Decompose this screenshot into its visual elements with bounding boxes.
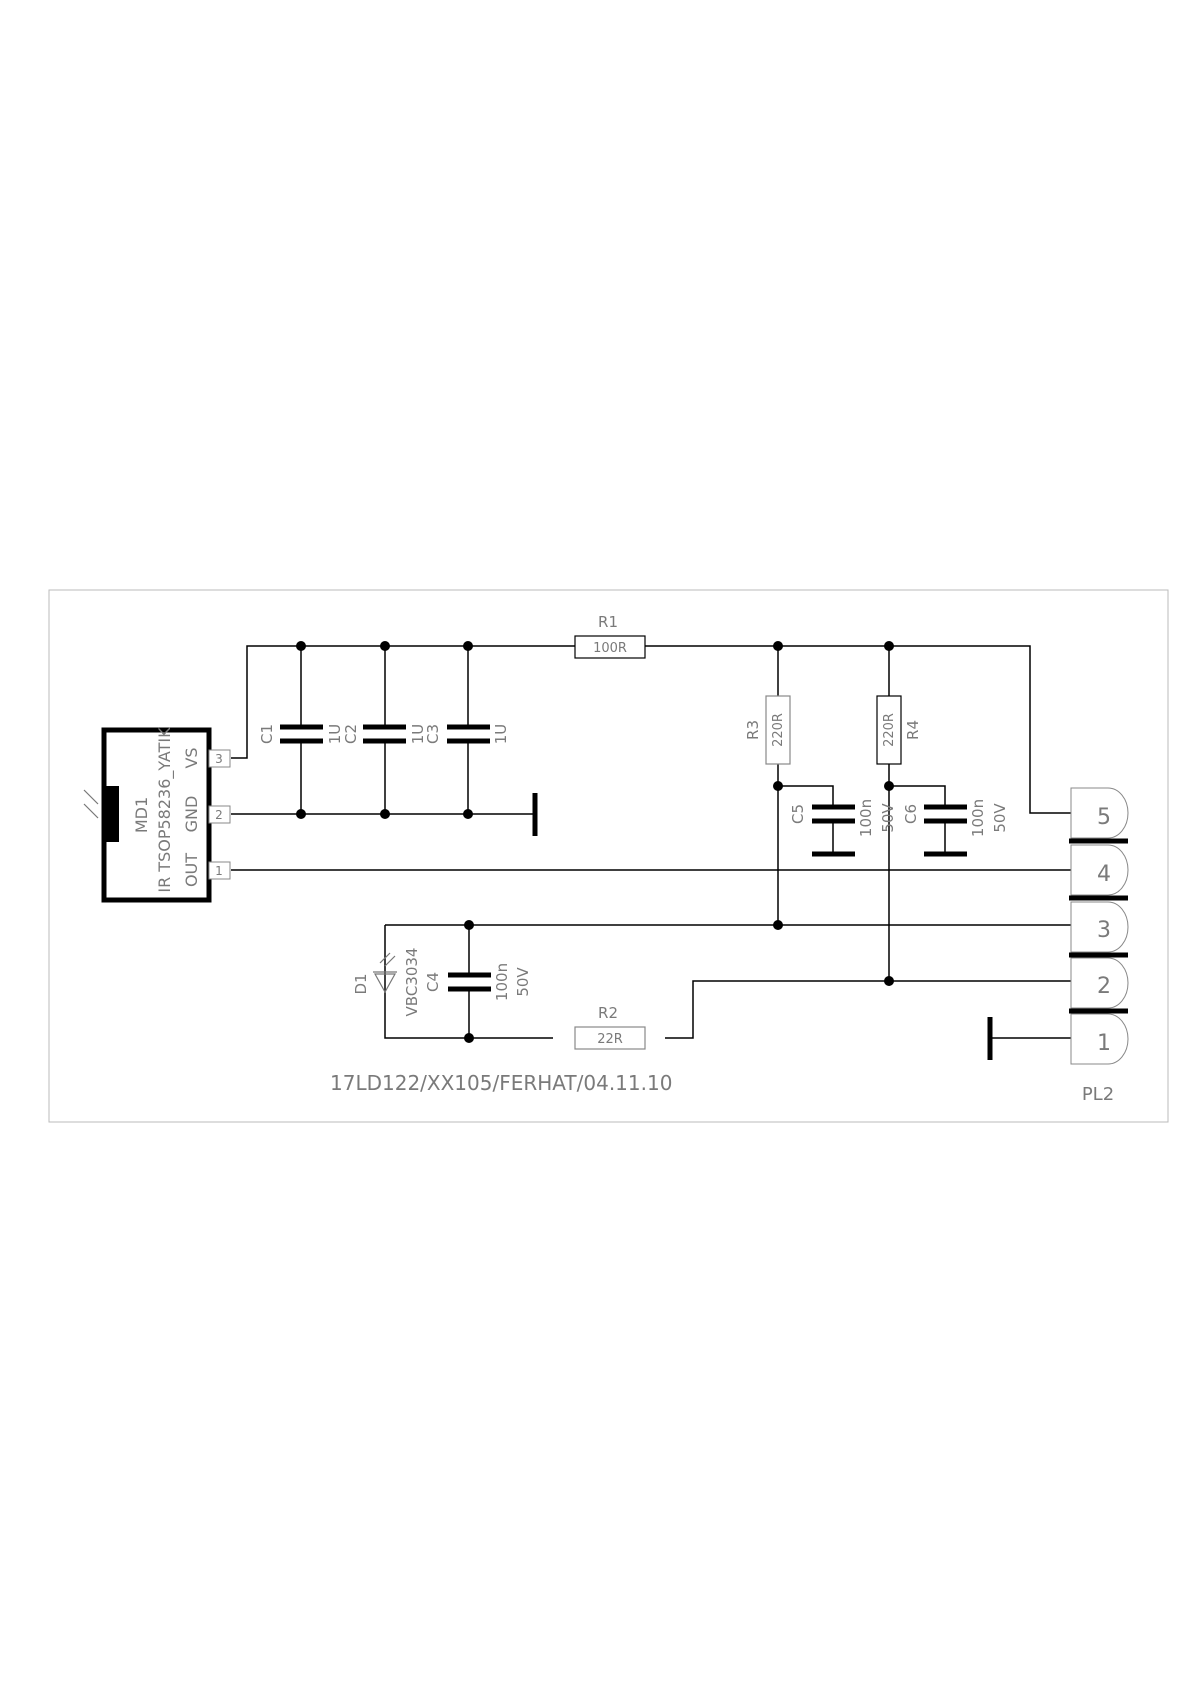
module-pin-number: 2 <box>215 808 223 822</box>
junction-dot <box>296 641 306 651</box>
wire-pin2 <box>665 981 1071 1038</box>
capacitor-value: 100n <box>969 799 987 837</box>
resistor-ref: R1 <box>598 613 618 631</box>
light-arrow-icon <box>84 790 98 804</box>
module-pin-number: 1 <box>215 864 223 878</box>
capacitor-ref: C5 <box>789 804 807 824</box>
capacitor-ref: C2 <box>342 724 360 744</box>
module-pin-name: VS <box>182 747 201 768</box>
resistor-value: 22R <box>597 1032 623 1047</box>
capacitor-voltage: 50V <box>514 967 532 997</box>
capacitor-ref: C1 <box>258 724 276 744</box>
capacitor-c2: C2 1U <box>342 724 427 745</box>
resistor-ref: R4 <box>904 720 922 740</box>
capacitor-c1: C1 1U <box>258 724 344 745</box>
connector-pin-number: 2 <box>1097 974 1111 999</box>
resistor-r2: 22R R2 <box>575 1004 645 1049</box>
module-pin-name: OUT <box>182 853 201 887</box>
connector-pin-number: 1 <box>1097 1031 1111 1056</box>
capacitor-voltage: 50V <box>879 803 897 833</box>
capacitor-c3: C3 1U <box>424 724 510 745</box>
capacitor-value: 100n <box>857 799 875 837</box>
junction-dot <box>884 641 894 651</box>
capacitor-ref: C4 <box>424 972 442 992</box>
resistor-r3: 220R R3 <box>744 696 790 764</box>
capacitor-c4: C4 100n 50V <box>424 963 532 1001</box>
led-d1: D1 VBC3034 <box>352 948 421 1017</box>
junction-dot <box>464 1033 474 1043</box>
module-md1: 3 2 1 VS GND OUT MD1 IR TSOP58236_YATIK <box>84 727 230 900</box>
module-part: IR TSOP58236_YATIK <box>155 727 175 893</box>
resistor-ref: R2 <box>598 1004 618 1022</box>
title-block-text: 17LD122/XX105/FERHAT/04.11.10 <box>330 1071 672 1095</box>
module-pin-name: GND <box>182 796 201 833</box>
capacitor-c6: C6 100n 50V <box>902 799 1009 837</box>
module-sensor-window <box>105 786 119 842</box>
light-arrow-icon <box>385 956 395 966</box>
connector-pin-number: 5 <box>1097 805 1111 830</box>
junction-dot <box>884 976 894 986</box>
c6-leg-top <box>889 786 945 806</box>
capacitor-c5: C5 100n 50V <box>789 799 897 837</box>
wire-rail-top <box>645 646 1071 813</box>
capacitor-value: 100n <box>493 963 511 1001</box>
resistor-ref: R3 <box>744 720 762 740</box>
light-arrow-icon <box>84 804 98 818</box>
resistor-value: 220R <box>771 713 786 747</box>
capacitor-voltage: 50V <box>991 803 1009 833</box>
capacitor-ref: C6 <box>902 804 920 824</box>
resistor-r4: 220R R4 <box>877 696 922 764</box>
led-part: VBC3034 <box>403 948 421 1017</box>
capacitor-value: 1U <box>492 724 510 745</box>
resistor-value: 220R <box>882 713 897 747</box>
resistor-r1: 100R R1 <box>575 613 645 658</box>
led-ref: D1 <box>352 973 370 994</box>
junction-dot <box>380 641 390 651</box>
c5-leg-top <box>778 786 833 806</box>
module-ref: MD1 <box>132 797 151 833</box>
connector-pin-number: 3 <box>1097 918 1111 943</box>
junction-dot <box>464 920 474 930</box>
junction-dot <box>463 641 473 651</box>
connector-ref: PL2 <box>1082 1084 1114 1105</box>
junction-dot <box>380 809 390 819</box>
junction-dot <box>884 781 894 791</box>
junction-dot <box>296 809 306 819</box>
capacitor-ref: C3 <box>424 724 442 744</box>
connector-pin-number: 4 <box>1097 862 1111 887</box>
junction-dot <box>773 641 783 651</box>
junction-dot <box>773 920 783 930</box>
junction-dot <box>463 809 473 819</box>
module-pin-number: 3 <box>215 752 223 766</box>
connector-pl2: 5 4 3 2 1 PL2 <box>1069 788 1128 1105</box>
junction-dot <box>773 781 783 791</box>
resistor-value: 100R <box>593 641 627 656</box>
